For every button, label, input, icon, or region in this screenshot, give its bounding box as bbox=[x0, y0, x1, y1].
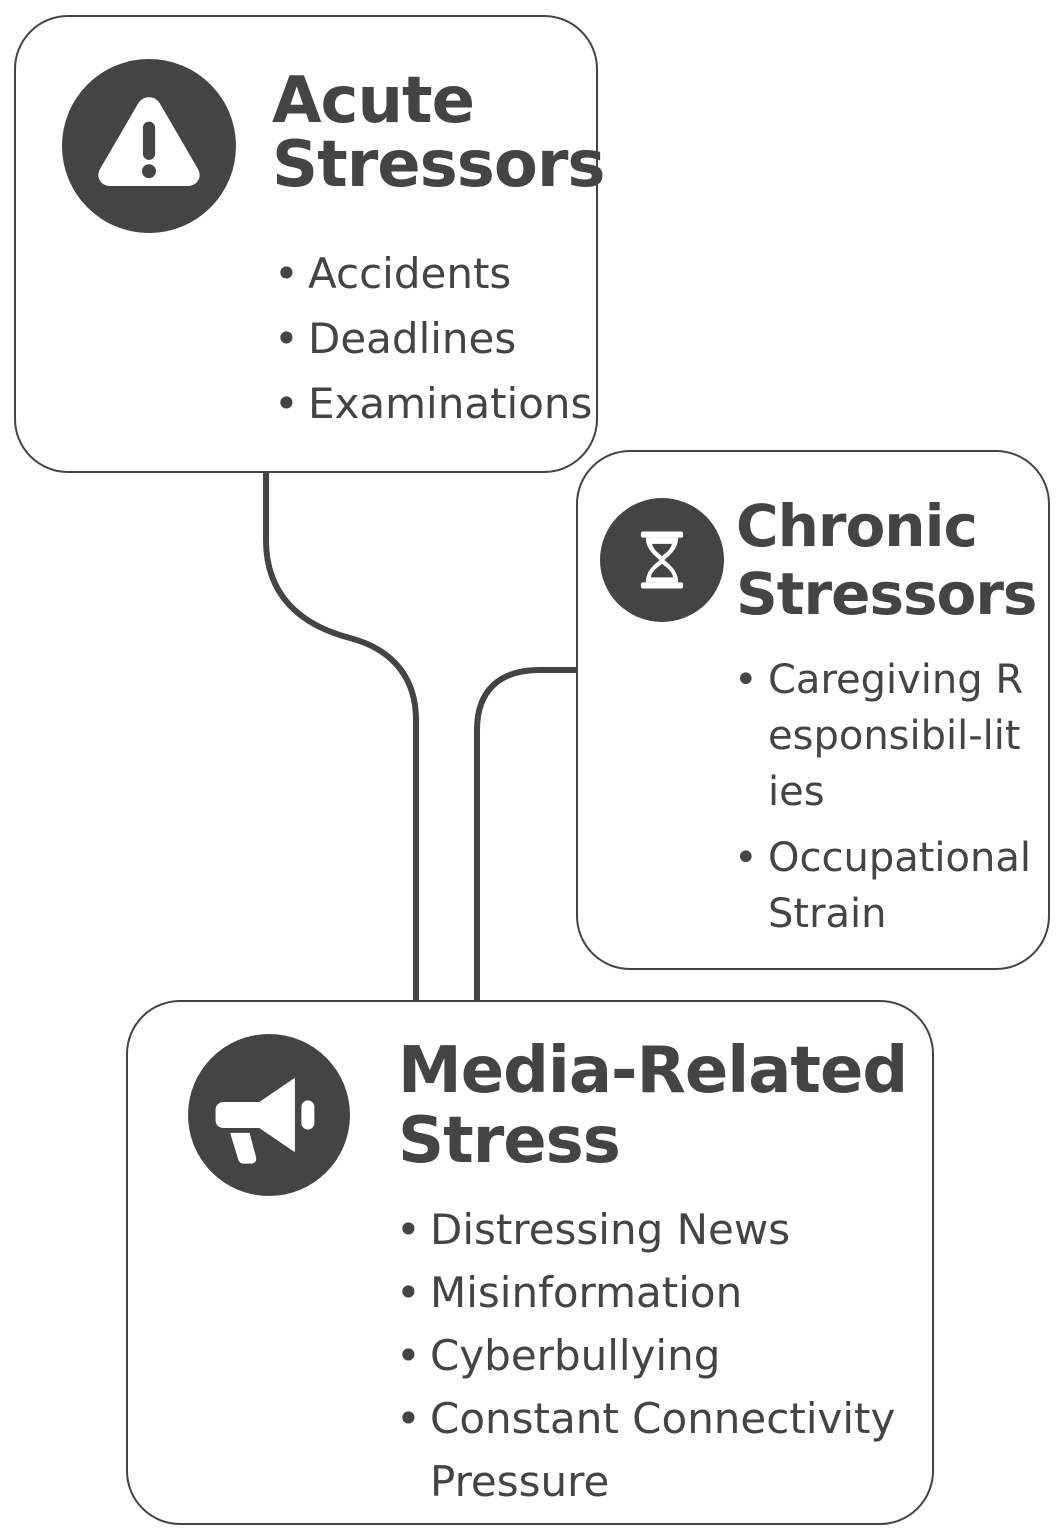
chronic-stressors-card: Chronic Stressors Caregiving Responsibil… bbox=[576, 450, 1050, 970]
list-item: Cyberbullying bbox=[396, 1324, 910, 1387]
list-item: Caregiving Responsibil-lities bbox=[734, 652, 1028, 820]
acute-stressors-card: Acute Stressors Accidents Deadlines Exam… bbox=[14, 15, 605, 473]
media-title-line-2: Stress bbox=[398, 1104, 621, 1178]
media-title: Media-Related Stress bbox=[398, 1034, 908, 1178]
acute-title-line-1: Acute bbox=[272, 64, 475, 138]
warning-triangle-icon bbox=[98, 97, 200, 187]
chronic-title-line-1: Chronic bbox=[736, 492, 978, 560]
media-related-stress-card: Media-Related Stress Distressing News Mi… bbox=[126, 1000, 934, 1525]
hourglass-icon-badge bbox=[600, 498, 724, 622]
megaphone-icon-badge bbox=[188, 1034, 350, 1196]
connector-chronic-to-media bbox=[474, 667, 578, 1000]
warning-icon-badge bbox=[62, 59, 236, 233]
list-item: Misinformation bbox=[396, 1261, 910, 1324]
chronic-title: Chronic Stressors bbox=[736, 492, 1037, 628]
chronic-items-list: Caregiving Responsibil-lities Occupation… bbox=[734, 652, 1031, 952]
chronic-title-line-2: Stressors bbox=[736, 560, 1037, 628]
list-item: Deadlines bbox=[274, 306, 592, 371]
list-item: Occupational Strain bbox=[734, 830, 1031, 942]
media-items-list: Distressing News Misinformation Cyberbul… bbox=[396, 1198, 910, 1513]
list-item: Examinations bbox=[274, 371, 592, 436]
acute-items-list: Accidents Deadlines Examinations bbox=[274, 241, 592, 436]
acute-title-line-2: Stressors bbox=[272, 128, 605, 202]
list-item: Constant Connectivity Pressure bbox=[396, 1387, 910, 1513]
megaphone-icon bbox=[215, 1077, 315, 1164]
hourglass-icon bbox=[640, 531, 684, 589]
list-item: Distressing News bbox=[396, 1198, 910, 1261]
list-item: Accidents bbox=[274, 241, 592, 306]
connector-acute-to-media bbox=[263, 472, 419, 1000]
acute-title: Acute Stressors bbox=[272, 64, 605, 202]
media-title-line-1: Media-Related bbox=[398, 1034, 908, 1108]
